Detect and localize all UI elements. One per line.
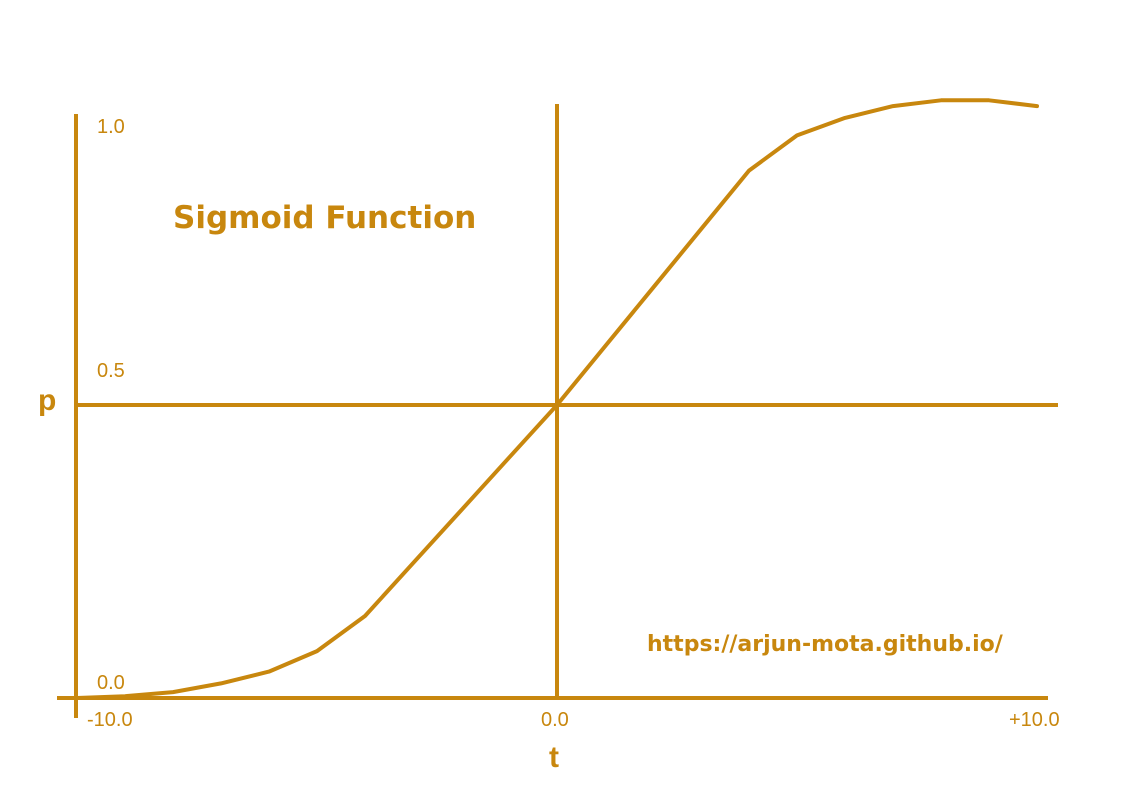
sigmoid-curve [75,98,1039,700]
y-tick-label-0.5: 0.5 [97,360,125,382]
source-url-annotation: https://arjun-mota.github.io/ [647,632,1004,657]
x-tick-label-zero: 0.0 [541,709,569,731]
x-tick-label-max: +10.0 [1009,709,1060,731]
y-tick-label-1.0: 1.0 [97,116,125,138]
axes-group [57,104,1058,718]
x-axis-label: t [549,741,559,774]
y-axis-label: p [38,384,56,417]
y-tick-label-0.0: 0.0 [97,672,125,694]
x-tick-label-min: -10.0 [87,709,133,731]
chart-title: Sigmoid Function [173,200,476,236]
